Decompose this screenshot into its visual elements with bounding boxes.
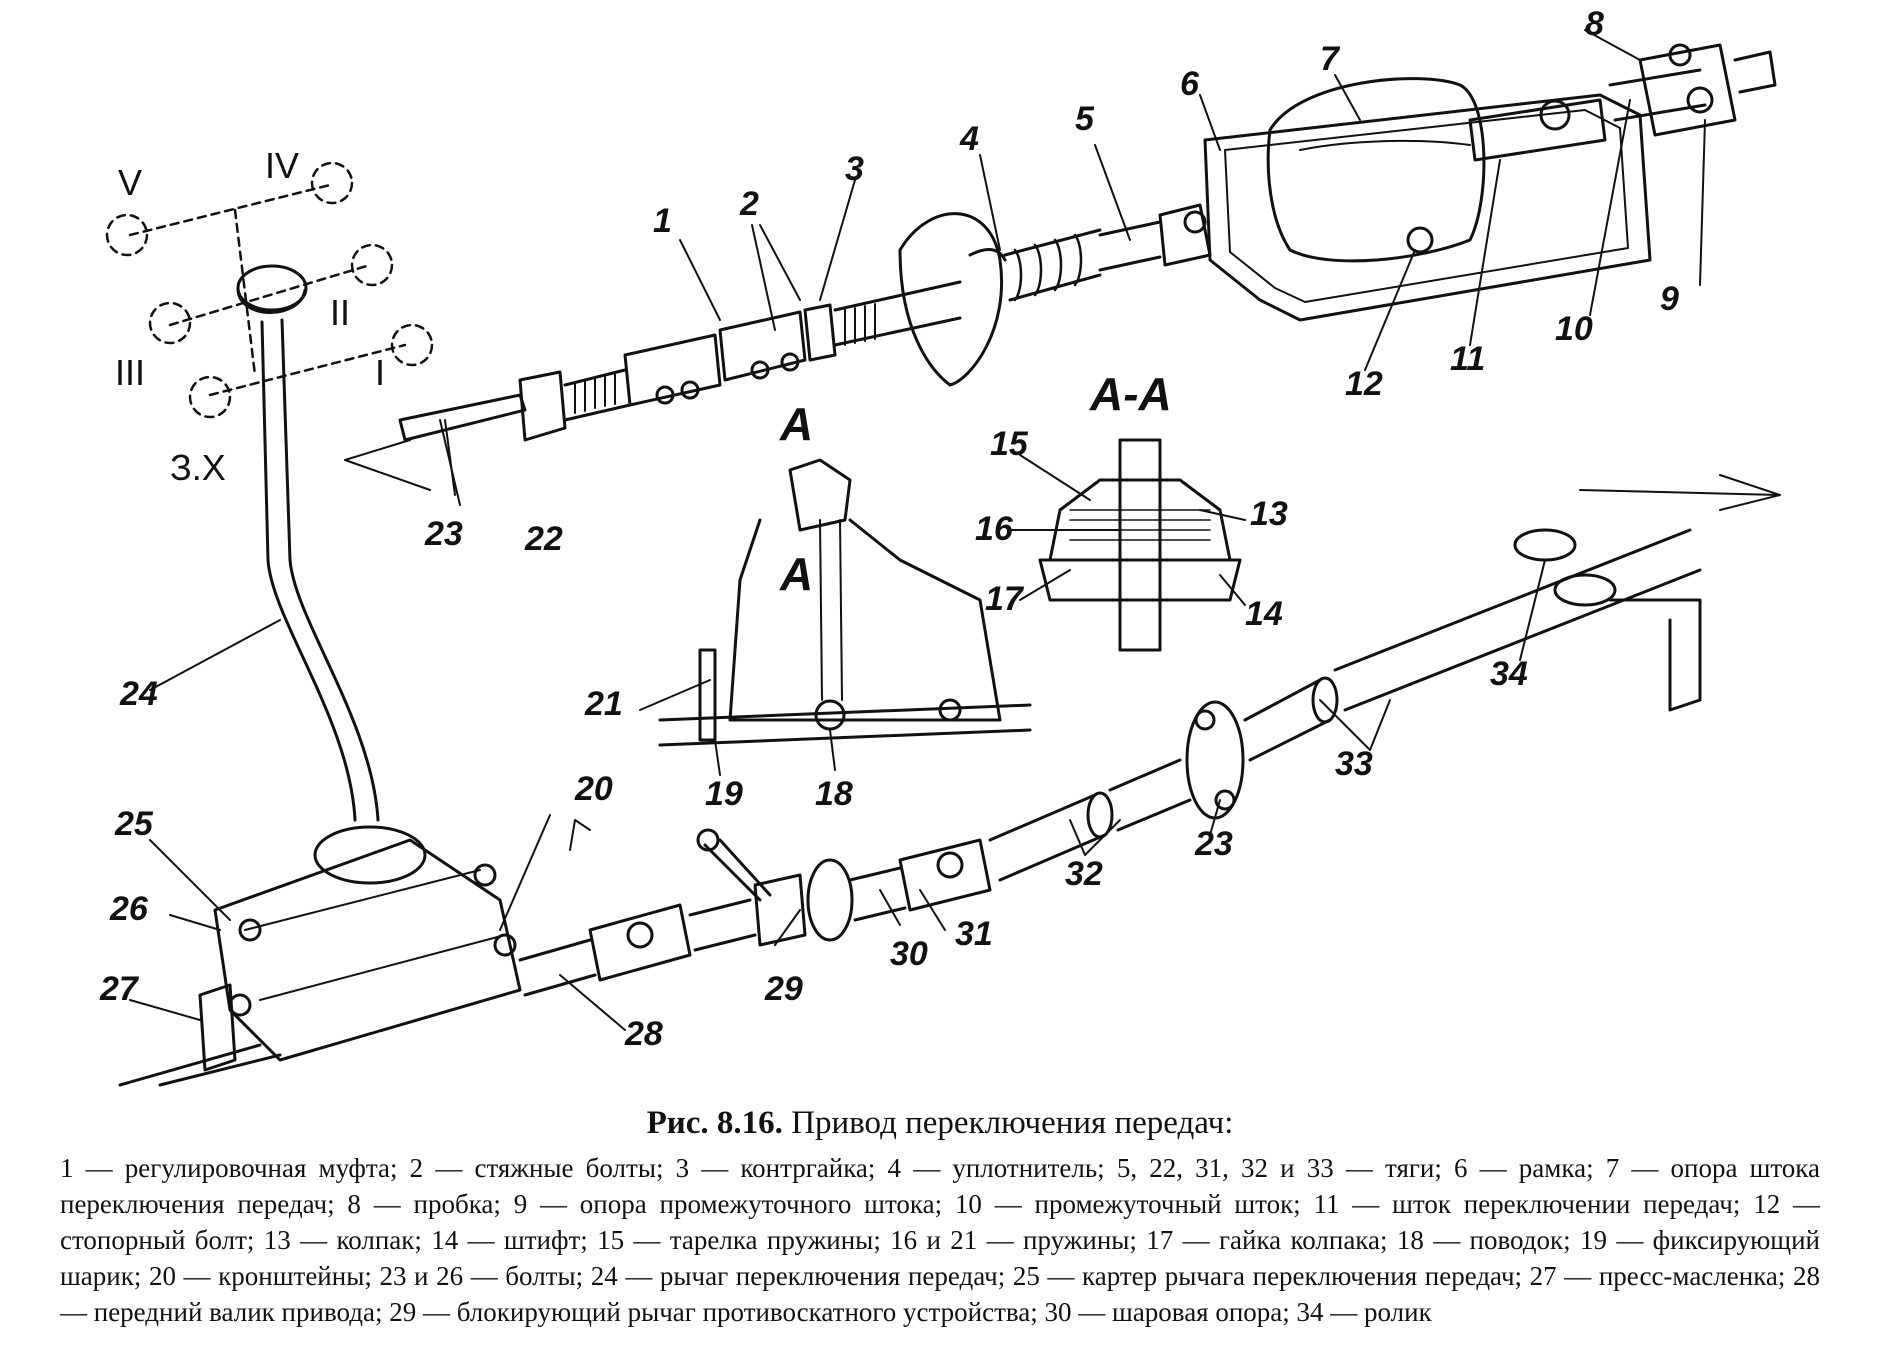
callout-labels: 1 2 3 4 5 6 7 8 9 10 11 12 13 14 15 16 1… [99,5,1679,1053]
section-marker-top: A [779,398,813,450]
gear-reverse-label: З.Х [170,447,226,488]
gear-5-label: V [118,162,142,203]
callout-23b: 23 [1194,825,1233,863]
callout-26: 26 [109,890,149,928]
callout-24: 24 [119,675,158,713]
callout-19: 19 [705,775,743,813]
callout-25: 25 [114,805,154,843]
leader-lines [129,29,1706,1031]
gear-4-label: IV [265,145,299,186]
callout-23a: 23 [424,515,463,553]
figure-caption: Рис. 8.16. Привод переключения передач: … [60,1105,1820,1330]
callout-3: 3 [845,150,864,188]
caption-title: Рис. 8.16. Привод переключения передач: [60,1105,1820,1142]
callout-21: 21 [584,685,623,723]
callout-8: 8 [1585,5,1604,43]
callout-17: 17 [985,580,1025,618]
upper-rod-assembly [398,43,1777,442]
callout-31: 31 [955,915,993,953]
shift-pattern [105,161,434,419]
section-marker-bottom: A [779,548,813,600]
callout-15: 15 [990,425,1029,463]
callout-18: 18 [815,775,853,813]
callout-20: 20 [574,770,613,808]
callout-1: 1 [653,202,672,240]
callout-2: 2 [739,185,759,223]
callout-30: 30 [890,935,928,973]
callout-22: 22 [524,520,563,558]
lower-assembly [118,474,1781,1087]
caption-legend: 1 — регулировочная муфта; 2 — стяжные бо… [60,1153,1820,1327]
callout-4: 4 [959,120,979,158]
callout-9: 9 [1660,280,1679,318]
callout-28: 28 [624,1015,663,1053]
callout-29: 29 [764,970,803,1008]
callout-11: 11 [1450,340,1485,378]
callout-7: 7 [1320,40,1341,78]
callout-13: 13 [1250,495,1288,533]
callout-12: 12 [1345,365,1383,403]
callout-32: 32 [1065,855,1103,893]
caption-figure-number: Рис. 8.16. [646,1105,783,1141]
gearshift-drive-diagram: 1 2 3 4 5 6 7 8 9 10 11 12 13 14 15 16 1… [99,5,1781,1087]
callout-14: 14 [1245,595,1283,633]
gear-3-label: III [115,352,145,393]
callout-27: 27 [99,970,140,1008]
caption-figure-title: Привод переключения передач: [791,1105,1234,1141]
callout-10: 10 [1555,310,1593,348]
callout-6: 6 [1180,65,1200,103]
callout-16: 16 [975,510,1014,548]
callout-34: 34 [1490,655,1528,693]
callout-33: 33 [1335,745,1373,783]
callout-5: 5 [1075,100,1095,138]
section-aa [1038,438,1242,652]
detent-detail [658,458,1032,747]
shift-lever [236,264,380,822]
gear-2-label: II [330,292,350,333]
gear-1-label: I [375,352,385,393]
section-aa-title: А-А [1089,368,1172,420]
